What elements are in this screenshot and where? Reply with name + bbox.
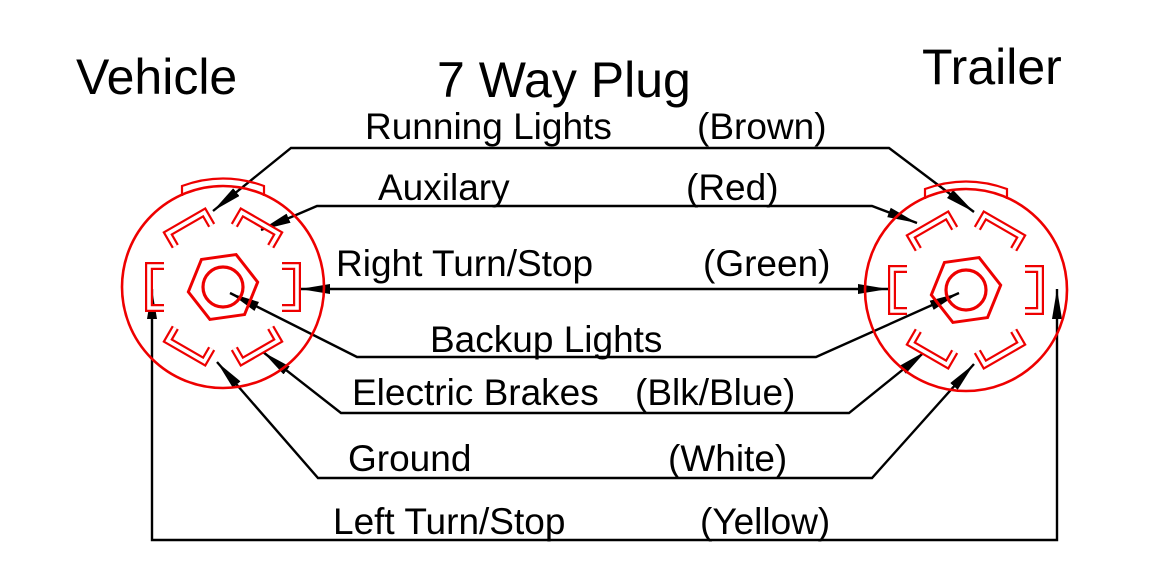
wire-ground bbox=[216, 361, 975, 480]
wire-running-lights bbox=[212, 146, 975, 213]
wire-left-turn-stop bbox=[147, 289, 1062, 542]
wire-label-running-lights: Running Lights bbox=[365, 106, 612, 147]
wire-color-ground: (White) bbox=[668, 438, 787, 479]
trailer-plug bbox=[865, 182, 1067, 392]
wire-label-electric-brakes: Electric Brakes bbox=[352, 372, 599, 413]
trailer-heading: Trailer bbox=[922, 39, 1062, 95]
wire-label-right-turn-stop: Right Turn/Stop bbox=[336, 243, 593, 284]
wire-color-running-lights: (Brown) bbox=[697, 106, 827, 147]
wire-label-auxilary: Auxilary bbox=[378, 167, 510, 208]
page-title: 7 Way Plug bbox=[437, 52, 691, 108]
wire-label-backup-lights: Backup Lights bbox=[430, 319, 662, 360]
wire-color-auxilary: (Red) bbox=[686, 167, 779, 208]
wire-color-left-turn-stop: (Yellow) bbox=[700, 501, 830, 542]
wire-color-electric-brakes: (Blk/Blue) bbox=[635, 372, 795, 413]
wire-label-left-turn-stop: Left Turn/Stop bbox=[333, 501, 565, 542]
vehicle-heading: Vehicle bbox=[76, 49, 237, 105]
wire-label-ground: Ground bbox=[348, 438, 471, 479]
wire-color-right-turn-stop: (Green) bbox=[703, 243, 830, 284]
wire-auxilary bbox=[260, 204, 918, 232]
